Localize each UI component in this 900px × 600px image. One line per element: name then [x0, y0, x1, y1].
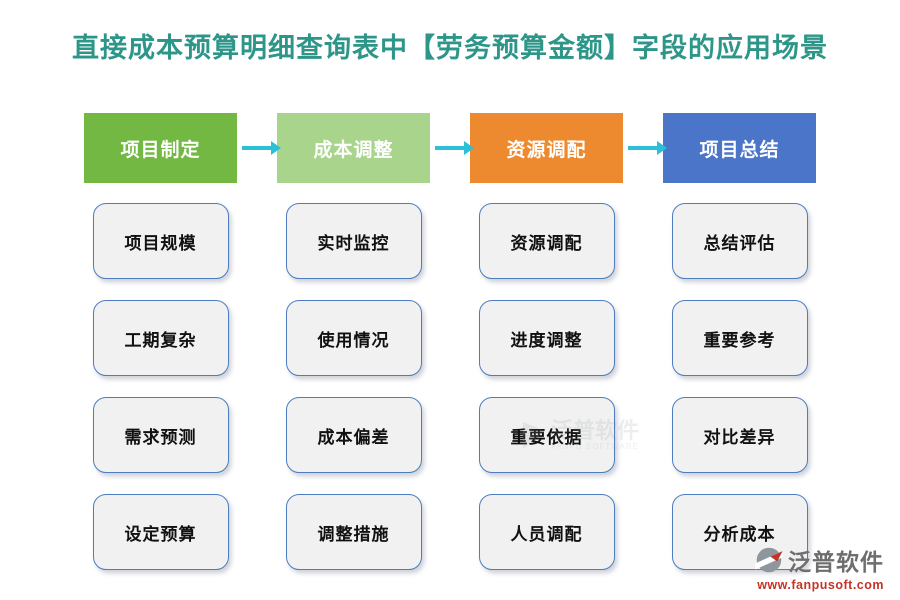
stage-header-project-setup: 项目制定 [84, 113, 237, 183]
flow-item: 资源调配 [478, 203, 615, 279]
right-arrow-icon [628, 141, 667, 154]
stage-column-3: 资源调配 资源调配 进度调整 重要依据 人员调配 [470, 113, 623, 570]
flow-arrow-3 [623, 113, 667, 183]
flow-item: 项目规模 [92, 203, 229, 279]
flow-arrow-2 [430, 113, 474, 183]
flow-item: 需求预测 [92, 397, 229, 473]
fanpu-logo-icon [755, 547, 783, 573]
right-arrow-icon [435, 141, 474, 154]
stage-header-project-summary: 项目总结 [663, 113, 816, 183]
brand-name: 泛普软件 [788, 549, 884, 575]
flow-item: 重要参考 [671, 300, 808, 376]
flow-arrow-1 [237, 113, 281, 183]
flow-diagram: 项目制定 项目规模 工期复杂 需求预测 设定预算 成本调整 实时监控 使用情况 … [84, 113, 816, 570]
flow-item: 调整措施 [285, 494, 422, 570]
flow-item: 总结评估 [671, 203, 808, 279]
flow-item: 成本偏差 [285, 397, 422, 473]
page-title: 直接成本预算明细查询表中【劳务预算金额】字段的应用场景 [72, 33, 828, 63]
flow-item: 工期复杂 [92, 300, 229, 376]
stage-column-4: 项目总结 总结评估 重要参考 对比差异 分析成本 [663, 113, 816, 570]
flow-item: 分析成本 [671, 494, 808, 570]
brand-logo: 泛普软件 www.fanpusoft.com [754, 543, 884, 592]
stage-header-cost-adjust: 成本调整 [277, 113, 430, 183]
flow-item: 使用情况 [285, 300, 422, 376]
brand-url: www.fanpusoft.com [757, 578, 884, 592]
flow-item: 进度调整 [478, 300, 615, 376]
flow-item: 设定预算 [92, 494, 229, 570]
flow-item: 实时监控 [285, 203, 422, 279]
flow-item: 人员调配 [478, 494, 615, 570]
flow-item: 对比差异 [671, 397, 808, 473]
stage-header-resource-alloc: 资源调配 [470, 113, 623, 183]
flow-item: 重要依据 [478, 397, 615, 473]
right-arrow-icon [242, 141, 281, 154]
stage-column-2: 成本调整 实时监控 使用情况 成本偏差 调整措施 [277, 113, 430, 570]
stage-column-1: 项目制定 项目规模 工期复杂 需求预测 设定预算 [84, 113, 237, 570]
